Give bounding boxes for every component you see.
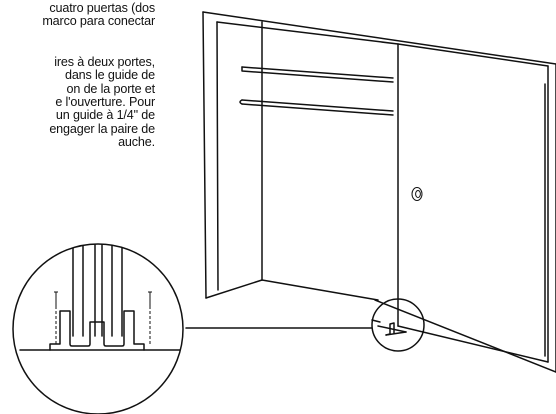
text-line: auche.: [118, 135, 155, 150]
text-line: marco para conectar: [42, 14, 155, 29]
shelf-and-rod: [239, 66, 394, 116]
french-paragraph: ires à deux portes, dans le guide de on …: [0, 54, 156, 150]
text-line: dans le guide de: [64, 68, 155, 83]
text-line: on de la porte et: [66, 81, 156, 96]
text-line: un guide à 1/4" de: [55, 108, 155, 123]
text-line: ires à deux portes,: [54, 54, 155, 69]
screw-icon: [148, 291, 152, 306]
door-handle-icon: [411, 187, 423, 201]
door-panel: [397, 43, 549, 363]
screw-icon: [54, 291, 58, 306]
guide-callout: [185, 298, 425, 352]
text-line: cuatro puertas (dos: [49, 1, 155, 15]
instruction-text: cuatro puertas (dos marco para conectar …: [0, 0, 155, 150]
text-line: engager la paire de: [49, 121, 155, 136]
closet-frame: [202, 11, 556, 373]
text-line: e l'ouverture. Pour: [55, 95, 155, 110]
spanish-paragraph: cuatro puertas (dos marco para conectar: [0, 1, 155, 29]
magnified-guide-detail: [12, 243, 184, 414]
